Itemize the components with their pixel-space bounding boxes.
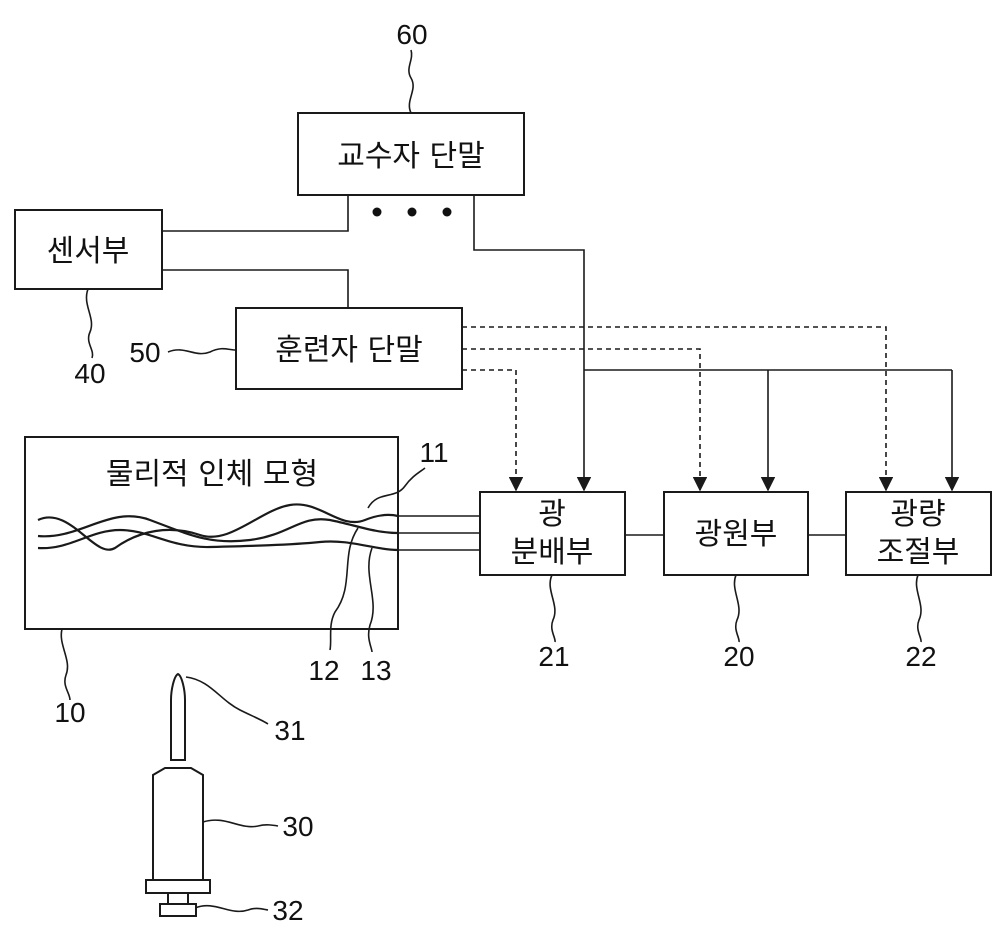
light-control-label-2: 조절부 — [877, 535, 960, 570]
ref-40: 40 — [74, 358, 105, 389]
ref-22: 22 — [905, 641, 936, 672]
light-source-label: 광원부 — [695, 517, 778, 552]
leader-10 — [61, 629, 70, 700]
ref-50: 50 — [129, 337, 160, 368]
professor-terminal-label: 교수자 단말 — [337, 139, 485, 174]
human-model-label: 물리적 인체 모형 — [106, 457, 318, 492]
leader-50 — [168, 349, 236, 354]
syringe-plunger-head — [160, 904, 196, 916]
leader-60 — [409, 50, 413, 113]
syringe-flange — [146, 880, 210, 893]
ref-11: 11 — [419, 437, 448, 468]
light-splitter-label-1: 광 — [538, 497, 566, 532]
ref-20: 20 — [723, 641, 754, 672]
leader-40 — [86, 289, 92, 358]
leader-20 — [734, 575, 739, 642]
sensor-professor-link — [162, 195, 348, 231]
syringe-needle — [171, 674, 185, 760]
syringe-plunger-rod — [168, 893, 188, 904]
trainee-to-splitter-link — [462, 370, 516, 490]
trainee-to-control-link — [462, 327, 886, 490]
ref-60: 60 — [396, 19, 427, 50]
ref-10: 10 — [54, 697, 85, 728]
ref-32: 32 — [272, 895, 303, 926]
trainee-terminal-label: 훈련자 단말 — [275, 333, 423, 368]
ellipsis-dot-1 — [373, 208, 382, 217]
sensor-trainee-link — [162, 270, 348, 308]
sensor-label: 센서부 — [47, 234, 130, 269]
ref-12: 12 — [308, 655, 339, 686]
light-control-label-1: 광량 — [890, 497, 945, 532]
light-splitter-label-2: 분배부 — [511, 535, 594, 570]
ref-13: 13 — [360, 655, 391, 686]
ref-21: 21 — [538, 641, 569, 672]
syringe-body — [153, 768, 203, 880]
leader-30 — [203, 820, 278, 827]
leader-21 — [550, 575, 555, 642]
professor-to-splitter-link — [474, 195, 584, 490]
leader-32 — [195, 906, 268, 912]
syringe-icon — [146, 674, 210, 916]
leader-22 — [916, 575, 921, 642]
ellipsis-dot-3 — [443, 208, 452, 217]
ref-31: 31 — [274, 715, 305, 746]
leader-31 — [186, 677, 268, 724]
ref-30: 30 — [282, 811, 313, 842]
ellipsis-dot-2 — [408, 208, 417, 217]
